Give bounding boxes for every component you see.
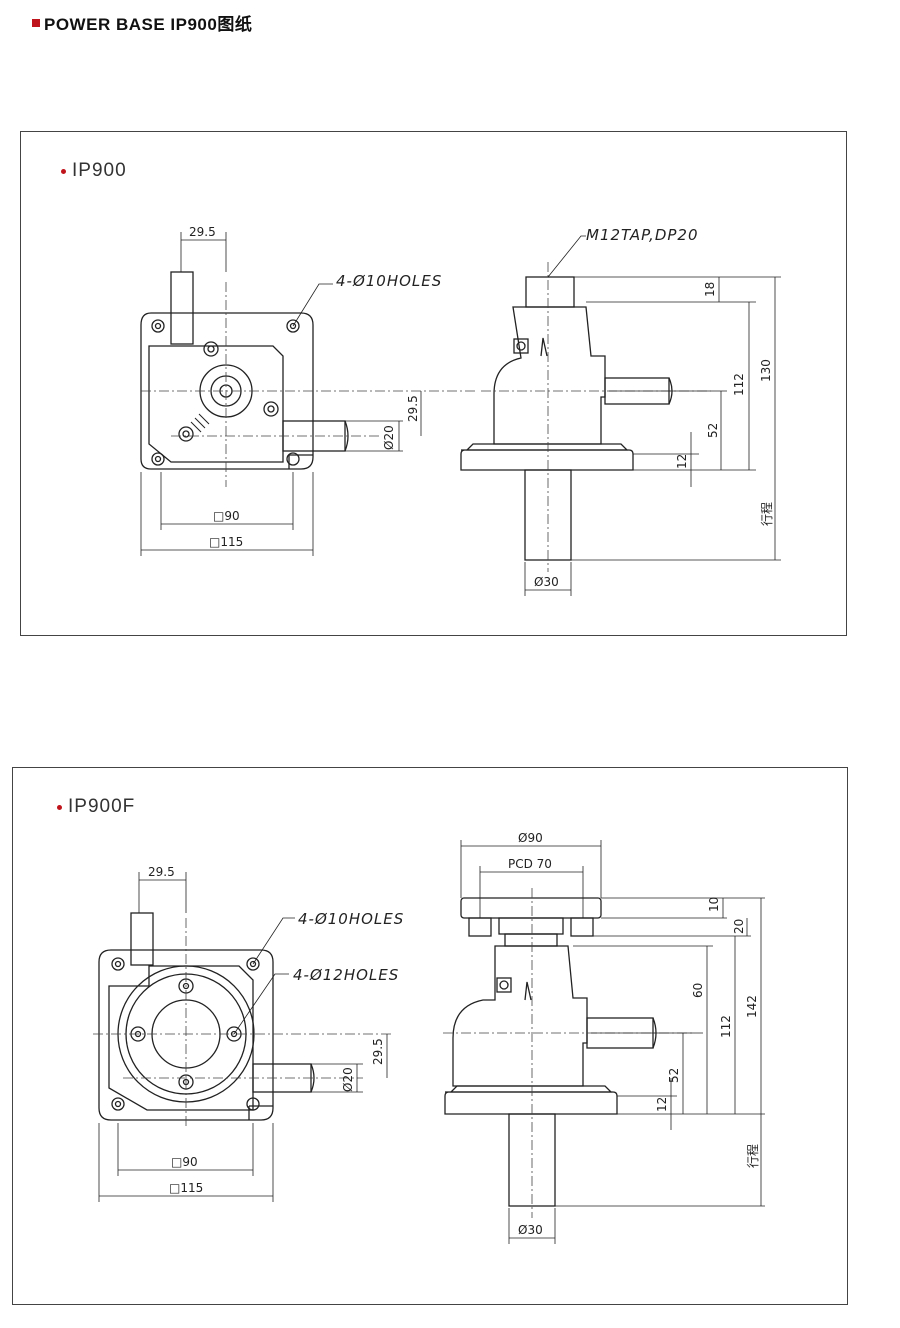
tap-label: M12TAP,DP20 <box>586 226 699 244</box>
stroke-label: 行程 <box>759 502 774 526</box>
dim-142: 142 <box>745 995 759 1018</box>
ip900f-side-view: Ø90 PCD 70 <box>443 831 765 1244</box>
dim-screw-dia: Ø30 <box>518 1223 543 1237</box>
holes-12-label: 4-Ø12HOLES <box>293 966 399 984</box>
dim-top: 29.5 <box>148 865 175 879</box>
ip900f-top-view: 29.5 4-Ø10HOLES 4-Ø12HOLES 29.5 Ø20 □90 … <box>93 865 404 1202</box>
dim-pcd: PCD 70 <box>508 857 552 871</box>
dim-12: 12 <box>675 454 689 469</box>
panel-title: IP900 <box>61 160 127 182</box>
dim-inner-square: □90 <box>171 1155 198 1169</box>
dim-shaft-dia: Ø20 <box>341 1067 355 1092</box>
dim-12: 12 <box>655 1097 669 1112</box>
dim-top: 29.5 <box>189 225 216 239</box>
drawing-panel-ip900: IP900 <box>20 131 847 636</box>
panel-title-text: IP900F <box>68 796 136 817</box>
page-title: POWER BASE IP900图纸 <box>44 15 253 34</box>
holes-label: 4-Ø10HOLES <box>336 272 442 290</box>
dim-52: 52 <box>706 423 720 438</box>
dim-outer-square: □115 <box>209 535 243 549</box>
dim-shaft-offset: 29.5 <box>406 395 420 422</box>
ip900-top-view: 29.5 4-Ø10HOLES 29.5 Ø20 □90 □115 <box>140 225 476 556</box>
dim-60: 60 <box>691 983 705 998</box>
page-header: POWER BASE IP900图纸 <box>32 10 252 35</box>
dim-130: 130 <box>759 359 773 382</box>
dim-shaft-dia: Ø20 <box>382 425 396 450</box>
dim-outer-square: □115 <box>169 1181 203 1195</box>
dim-52: 52 <box>667 1068 681 1083</box>
holes-10-label: 4-Ø10HOLES <box>298 910 404 928</box>
ip900-drawing: 29.5 4-Ø10HOLES 29.5 Ø20 □90 □115 <box>140 225 781 596</box>
dim-10: 10 <box>707 897 721 912</box>
dim-112: 112 <box>732 373 746 396</box>
panel-title-text: IP900 <box>72 160 127 181</box>
dim-20: 20 <box>732 919 746 934</box>
bullet-square-icon <box>32 18 40 27</box>
dim-18: 18 <box>703 282 717 297</box>
dim-inner-square: □90 <box>213 509 240 523</box>
drawing-panel-ip900f: IP900F <box>12 767 848 1305</box>
ip900f-drawing: 29.5 4-Ø10HOLES 4-Ø12HOLES 29.5 Ø20 □90 … <box>93 831 765 1244</box>
dim-flange-dia: Ø90 <box>518 831 543 845</box>
dim-screw-dia: Ø30 <box>534 575 559 589</box>
stroke-label: 行程 <box>745 1144 760 1168</box>
bullet-dot-icon <box>61 168 66 174</box>
ip900-side-view: M12TAP,DP20 18 112 130 52 12 行程 <box>460 226 781 596</box>
panel-title: IP900F <box>57 796 135 818</box>
dim-shaft-offset: 29.5 <box>371 1038 385 1065</box>
bullet-dot-icon <box>57 804 62 810</box>
dim-112: 112 <box>719 1015 733 1038</box>
